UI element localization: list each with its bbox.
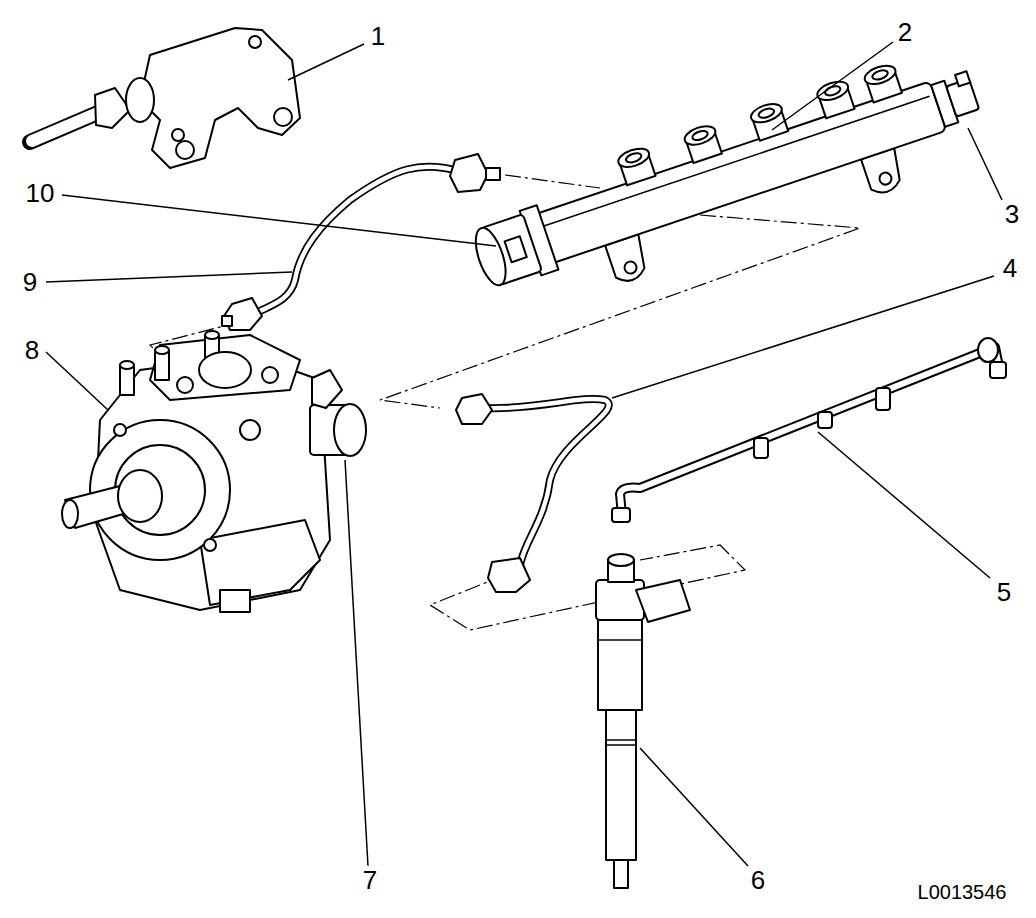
fuel-rail <box>461 41 995 325</box>
callout-number: 1 <box>369 22 387 51</box>
callout-number: 9 <box>21 268 39 297</box>
callout-number: 4 <box>1001 254 1019 283</box>
callout-number: 3 <box>1003 200 1021 229</box>
leak-off-line <box>612 338 1006 522</box>
callout-number: 8 <box>23 336 41 365</box>
injector <box>596 554 690 888</box>
callout-number: 2 <box>896 18 914 47</box>
injector-pipe <box>456 394 609 592</box>
callout-number: 7 <box>361 866 379 895</box>
high-pressure-pump <box>62 331 366 612</box>
callout-number: 5 <box>995 578 1013 607</box>
callout-number: 10 <box>24 179 57 208</box>
bracket-fitting <box>30 28 300 168</box>
leader-lines <box>46 42 1002 866</box>
figure-code: L0013546 <box>916 881 1009 903</box>
callout-number: 6 <box>749 866 767 895</box>
